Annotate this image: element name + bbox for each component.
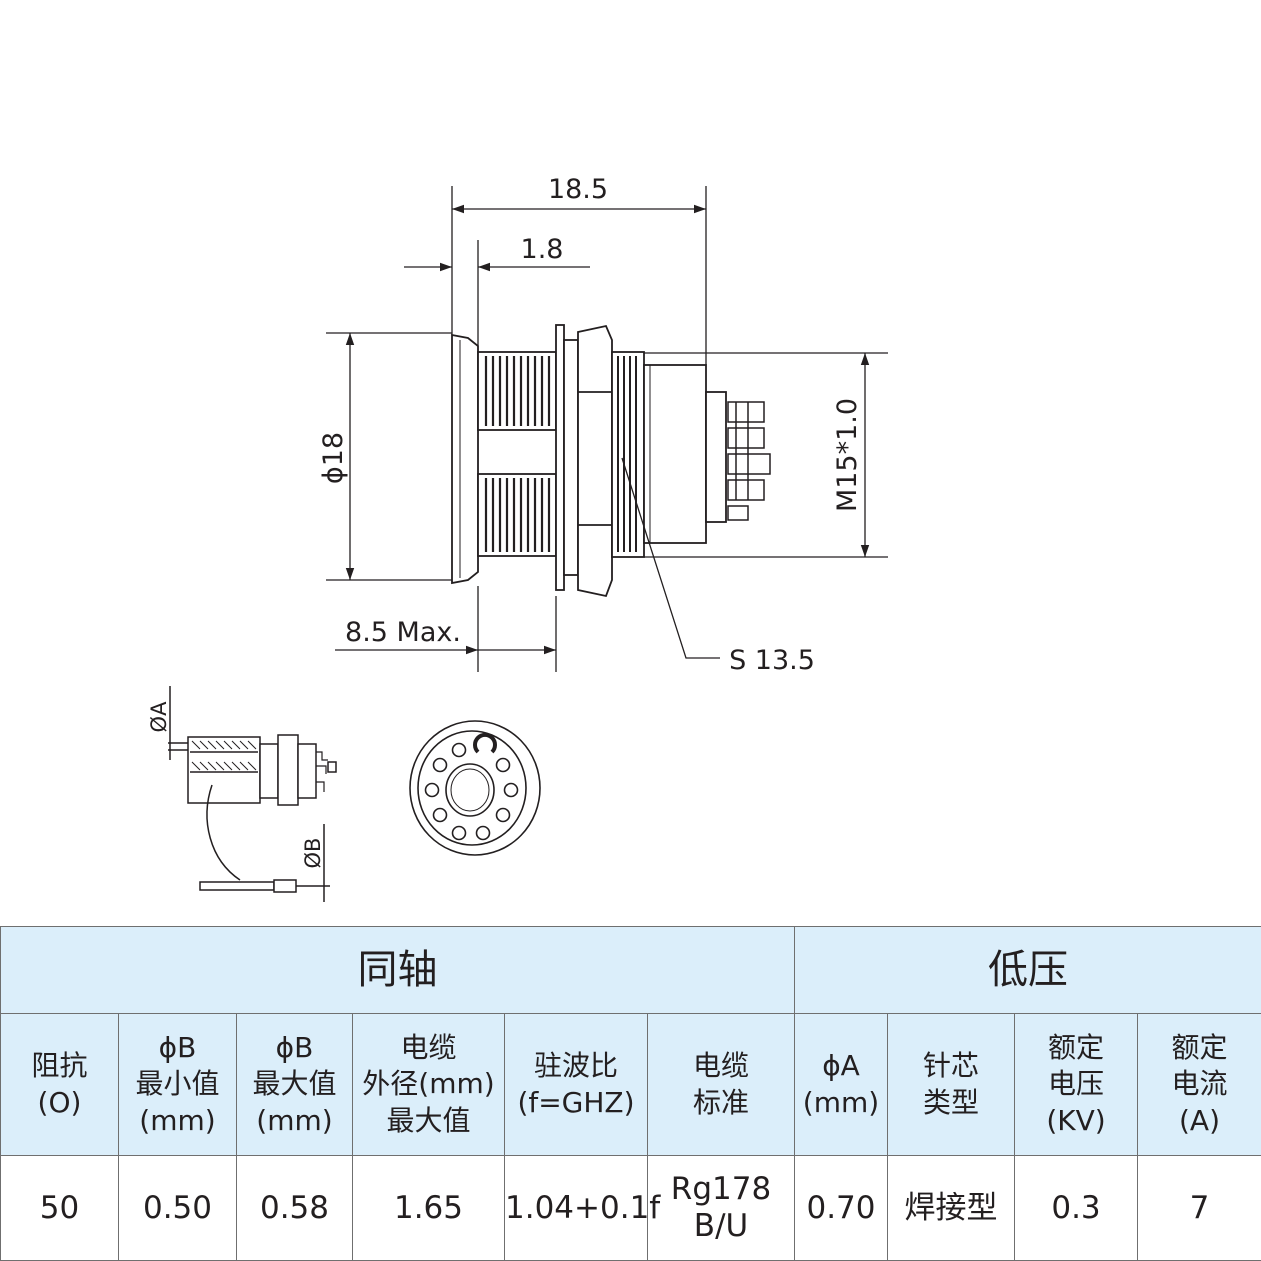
col-rated-current: 额定电流(A): [1138, 1014, 1261, 1156]
dim-panel-thickness: 8.5 Max.: [345, 617, 461, 648]
cell-rated-current: 7: [1138, 1156, 1261, 1261]
dim-flange-thickness: 1.8: [521, 234, 564, 265]
cell-phib-max: 0.58: [237, 1156, 353, 1261]
connector-technical-drawing: 18.5 1.8 ϕ18 M15*1.0 8.5 Max. S 13.5 ØA …: [0, 0, 1261, 926]
dim-dia-a: ØA: [147, 701, 171, 733]
cell-phia: 0.70: [795, 1156, 888, 1261]
dim-flange-diameter: ϕ18: [318, 432, 349, 484]
cell-cable-od-max: 1.65: [353, 1156, 505, 1261]
col-pin-type: 针芯类型: [888, 1014, 1015, 1156]
col-impedance: 阻抗(O): [1, 1014, 119, 1156]
cell-pin-type: 焊接型: [888, 1156, 1015, 1261]
cell-phib-min: 0.50: [119, 1156, 237, 1261]
table-row: 50 0.50 0.58 1.65 1.04+0.1f Rg178 B/U 0.…: [1, 1156, 1261, 1261]
cell-vswr: 1.04+0.1f: [505, 1156, 648, 1261]
connector-front-view: [410, 721, 540, 855]
cable-assembly-view: [168, 686, 336, 902]
group-low-voltage: 低压: [795, 927, 1261, 1014]
dim-dia-b: ØB: [301, 838, 325, 869]
cell-cable-standard: Rg178 B/U: [648, 1156, 795, 1261]
col-rated-voltage: 额定电压(KV): [1015, 1014, 1138, 1156]
cell-rated-voltage: 0.3: [1015, 1156, 1138, 1261]
dim-nut-size: S 13.5: [729, 645, 815, 676]
cell-impedance: 50: [1, 1156, 119, 1261]
dim-thread: M15*1.0: [832, 398, 863, 512]
group-coaxial: 同轴: [1, 927, 795, 1014]
col-cable-standard: 电缆标准: [648, 1014, 795, 1156]
col-cable-od-max: 电缆外径(mm)最大值: [353, 1014, 505, 1156]
connector-side-view: [452, 325, 770, 596]
col-vswr: 驻波比(f=GHZ): [505, 1014, 648, 1156]
dim-overall-length: 18.5: [548, 174, 608, 205]
col-phia: ϕA(mm): [795, 1014, 888, 1156]
group-header-row: 同轴 低压: [1, 927, 1261, 1014]
